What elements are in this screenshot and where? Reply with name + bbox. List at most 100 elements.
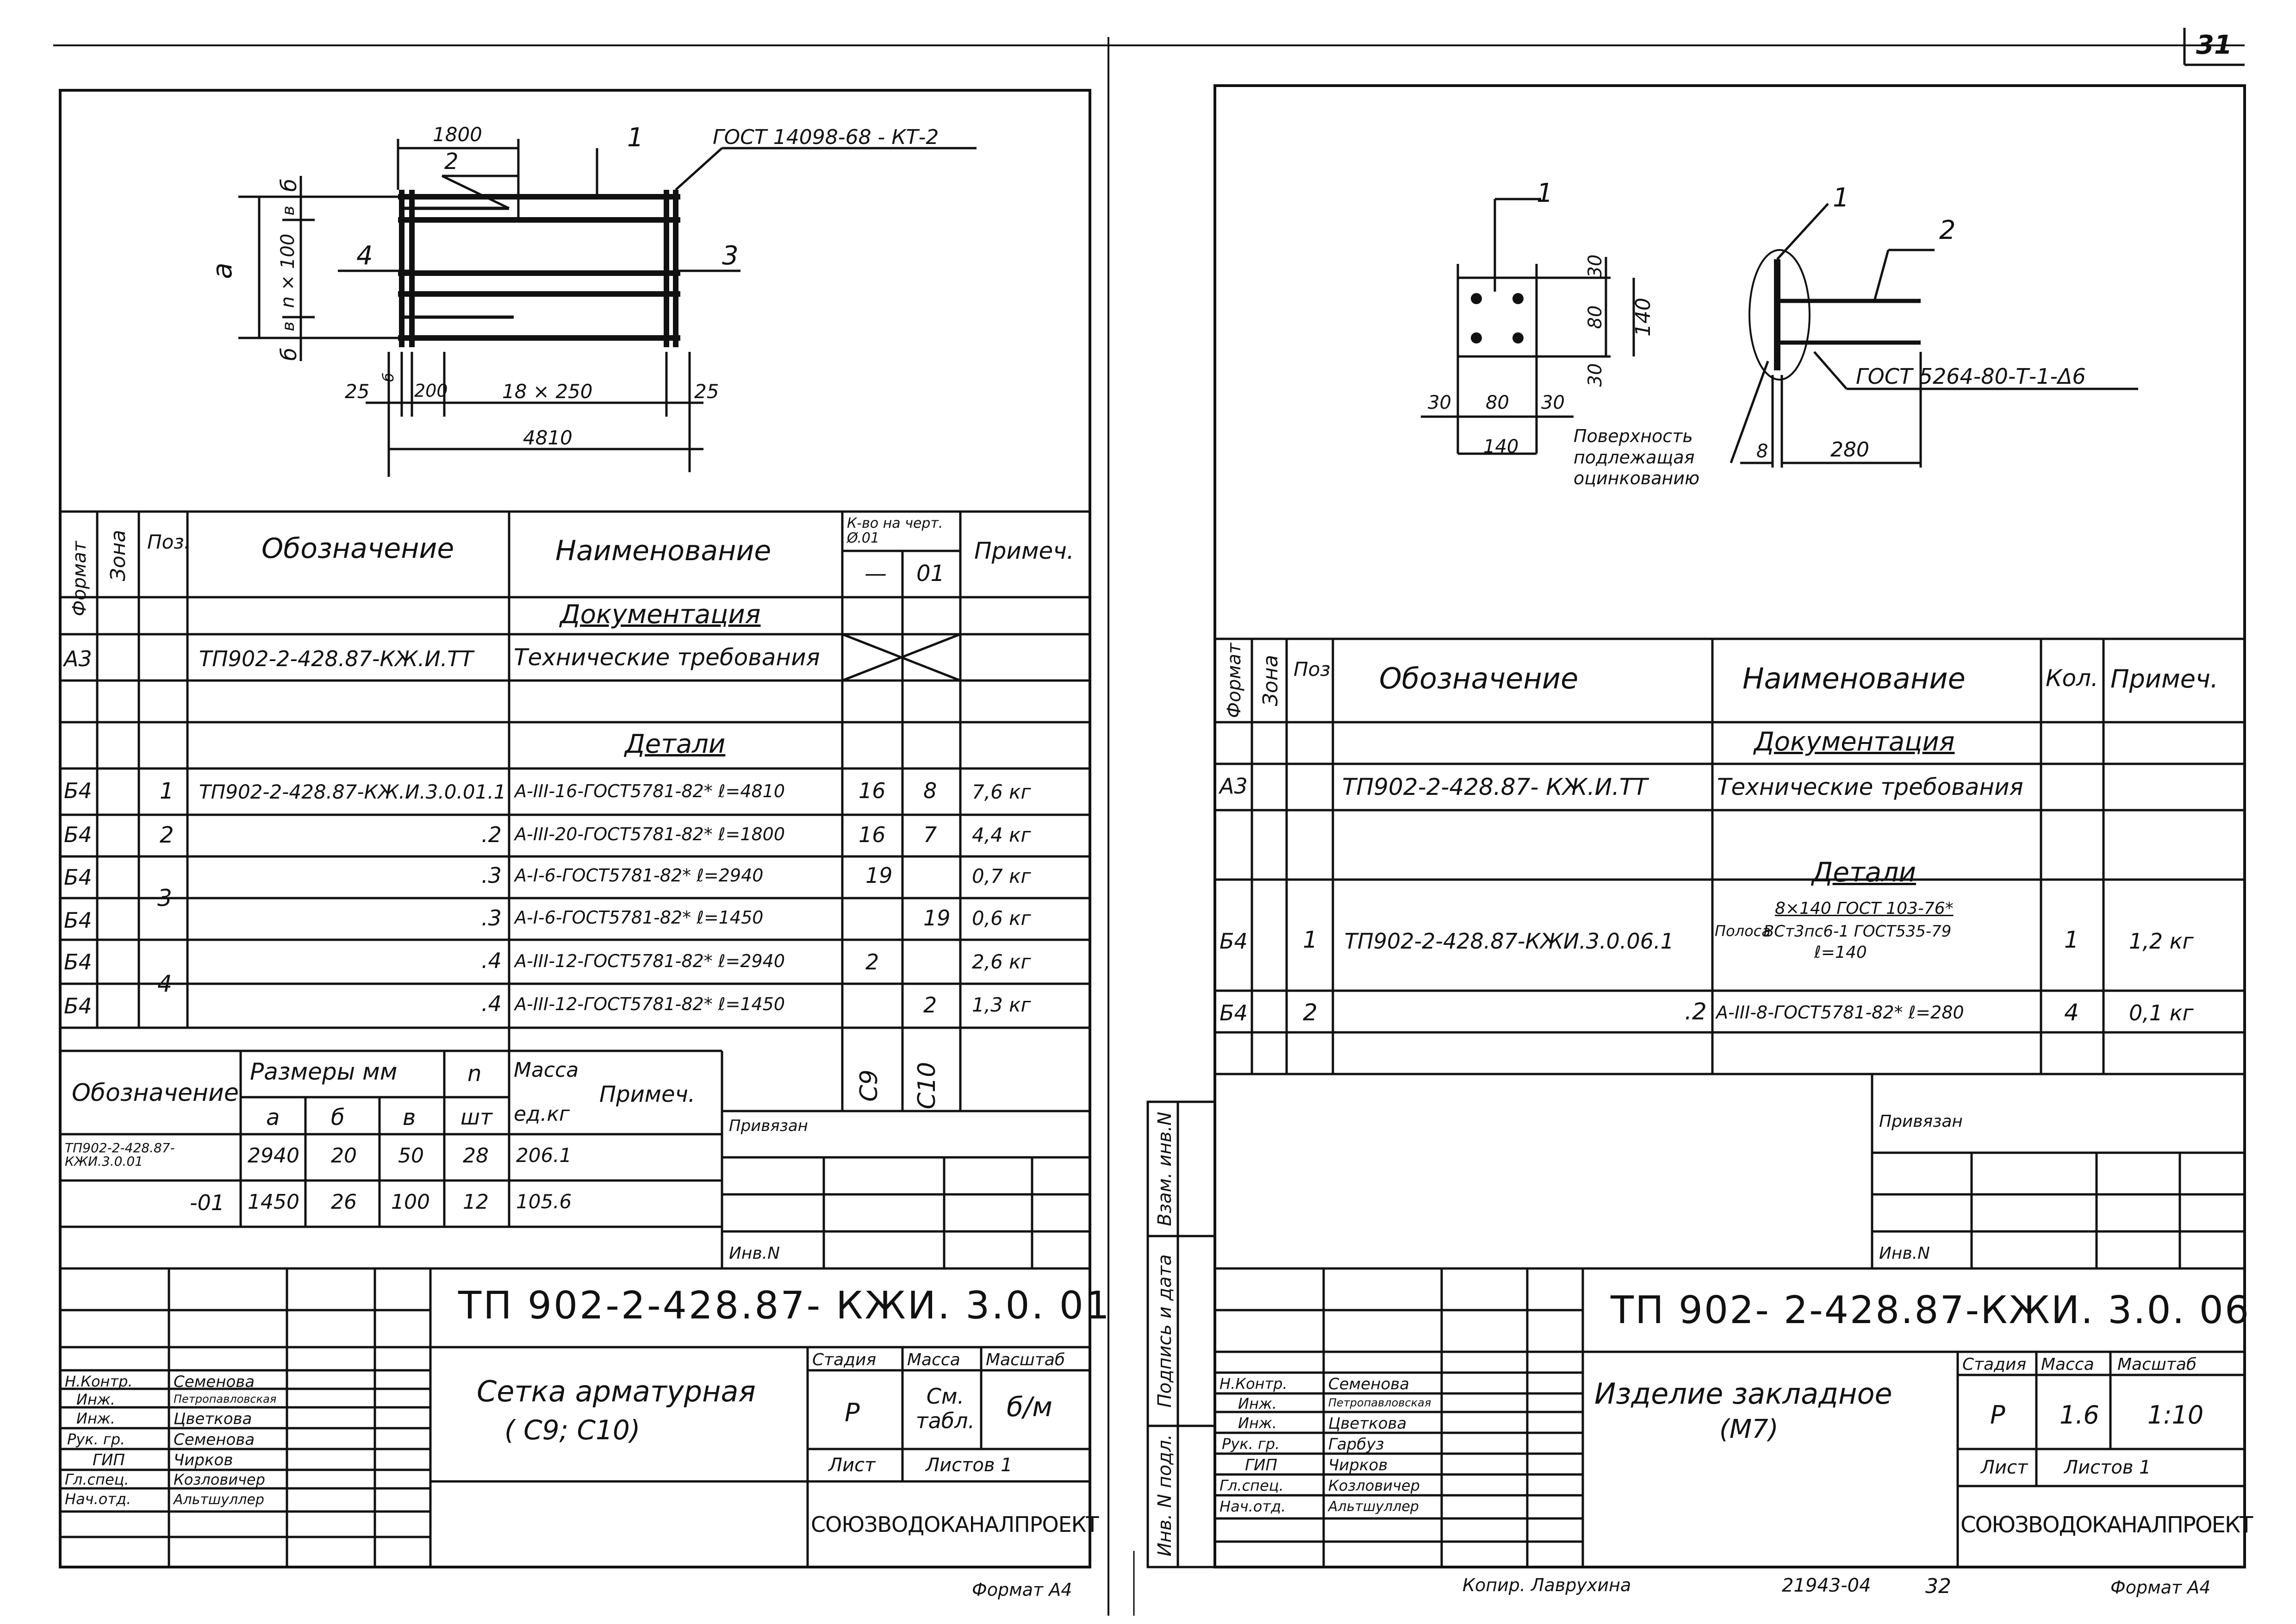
left-row3-note: 4,4 кг	[972, 824, 1031, 846]
left-row1-fmt: А3	[64, 646, 92, 671]
left-signer5-role: ГИП	[93, 1451, 125, 1469]
left-row2-des: ТП902-2-428.87-КЖ.И.3.0.01.1	[199, 781, 506, 803]
right-mass: 1.6	[2060, 1400, 2099, 1430]
left-row3-fmt: Б4	[64, 822, 92, 847]
left-bound-label: Привязан	[729, 1117, 808, 1135]
dim-header-note: Примеч.	[599, 1081, 696, 1107]
left-row4-name: A-I-6-ГОСТ5781-82* ℓ=2940	[515, 865, 764, 886]
right-row2-pos: 1	[1303, 926, 1318, 953]
dim-row2-v: 100	[391, 1190, 430, 1214]
right-sheets-label: Листов 1	[2064, 1457, 2151, 1478]
dim-v-top: в	[279, 206, 298, 215]
right-bound-label: Привязан	[1879, 1112, 1963, 1131]
dim-h30b: 30	[1585, 363, 1606, 387]
dim-row2-a: 1450	[248, 1190, 299, 1214]
dim-b-bottom: б	[276, 348, 301, 361]
right-signer1-name: Семенова	[1328, 1375, 1410, 1393]
dim-b-top: б	[276, 179, 301, 192]
left-row6-fmt: Б4	[64, 949, 92, 974]
left-row1-name: Технические требования	[514, 644, 820, 671]
left-signer1-role: Н.Контр.	[65, 1373, 133, 1390]
dim-header-mass-unit: ед.кг	[514, 1102, 570, 1126]
dim-header-n: n	[467, 1061, 482, 1087]
dim-header-b: б	[331, 1105, 345, 1131]
right-row2-name-top: 8×140 ГОСТ 103-76*	[1775, 899, 1954, 918]
right-row2-fmt: Б4	[1220, 929, 1248, 954]
right-row2-name-mid: ВСт3пс6-1 ГОСТ535-79	[1763, 922, 1952, 941]
left-row3-name: A-III-20-ГОСТ5781-82* ℓ=1800	[515, 824, 785, 844]
col-mark-c9: С9	[855, 1069, 883, 1101]
right-subtitle: (М7)	[1719, 1414, 1779, 1444]
left-stage: Р	[845, 1398, 860, 1427]
right-signer4-name: Гарбуз	[1328, 1435, 1384, 1454]
dim-n: n × 100	[277, 234, 299, 308]
right-row3-note: 0,1 кг	[2129, 1000, 2194, 1025]
right-row3-pos: 2	[1303, 999, 1318, 1026]
left-row2-name: A-III-16-ГОСТ5781-82* ℓ=4810	[515, 781, 785, 801]
right-section-docs: Документация	[1754, 727, 1955, 757]
order-number: 21943-04	[1782, 1575, 1871, 1596]
anchor-dots	[1471, 293, 1524, 344]
right-signer1-role: Н.Контр.	[1220, 1375, 1288, 1393]
left-title-block-grid	[60, 1267, 1090, 1567]
right-signer5-name: Чирков	[1328, 1456, 1388, 1474]
right-sheet-label: Лист	[1981, 1457, 2028, 1478]
right-signer3-name: Цветкова	[1328, 1414, 1407, 1433]
dim-r8: 8	[1756, 441, 1768, 462]
dim-row1-b: 20	[331, 1144, 357, 1168]
left-spec-header-zone: Зона	[106, 530, 130, 581]
right-row1-name: Технические требования	[1717, 774, 2023, 800]
right-row3-qty: 4	[2064, 999, 2079, 1026]
dim-row1-n: 28	[463, 1144, 489, 1168]
page-number-bottom: 32	[1925, 1574, 1951, 1598]
right-spec-grid	[1215, 637, 2245, 1268]
side-label-inv: Инв. N подл.	[1154, 1434, 1176, 1556]
left-header-qty-a: —	[865, 561, 887, 587]
left-row5-des: .3	[481, 906, 502, 931]
left-sheet-label: Лист	[828, 1455, 876, 1476]
left-title-code: ТП 902-2-428.87- КЖИ. 3.0. 01	[458, 1284, 1112, 1328]
dim-total-4810: 4810	[523, 426, 572, 449]
dim-row2-des: -01	[190, 1190, 225, 1215]
right-title-code: ТП 902- 2-428.87-КЖИ. 3.0. 06	[1611, 1288, 2251, 1332]
right-org: СОЮЗВОДОКАНАЛПРОЕКТ	[1960, 1512, 2253, 1538]
callout-r1a: 1	[1537, 178, 1553, 208]
left-row6-des: .4	[481, 948, 502, 973]
right-row3-fmt: Б4	[1220, 1000, 1248, 1025]
left-subtitle: ( С9; С10)	[504, 1414, 641, 1446]
dim-r30b: 30	[1541, 392, 1565, 413]
col-mark-c10: С10	[913, 1062, 941, 1109]
right-row1-des: ТП902-2-428.87- КЖ.И.ТТ	[1342, 774, 1648, 800]
left-row7-name: A-III-12-ГОСТ5781-82* ℓ=1450	[515, 994, 785, 1014]
dim-h80: 80	[1585, 306, 1606, 329]
callout-r-gost: ГОСТ 5264-80-Т-1-Δ6	[1856, 364, 2086, 389]
right-mass-label: Масса	[2041, 1355, 2094, 1374]
left-row5-fmt: Б4	[64, 908, 92, 933]
left-row2-q1: 16	[859, 778, 886, 803]
left-signer3-name: Цветкова	[174, 1410, 252, 1428]
dim-small: б	[380, 373, 397, 382]
right-signer4-role: Рук. гр.	[1222, 1435, 1280, 1453]
left-row6-note: 2,6 кг	[972, 950, 1031, 973]
callout-3: 3	[722, 241, 739, 271]
left-row2-pos: 1	[160, 778, 174, 804]
dim-header-mass: Масса	[514, 1058, 579, 1082]
dim-200: 200	[414, 381, 448, 401]
dim-row1-v: 50	[398, 1144, 424, 1168]
side-label-replace: Взам. инв.N	[1154, 1112, 1176, 1226]
right-spec-header-zone: Зона	[1259, 655, 1282, 706]
left-dim-grid	[60, 1049, 1090, 1268]
dim-r140: 140	[1483, 436, 1519, 457]
left-row5-name: A-I-6-ГОСТ5781-82* ℓ=1450	[515, 907, 764, 928]
left-row6-q1: 2	[865, 949, 879, 974]
right-header-designation: Обозначение	[1379, 662, 1579, 695]
left-row6-pos: 4	[157, 970, 172, 997]
right-row2-des: ТП902-2-428.87-КЖИ.3.0.06.1	[1344, 929, 1674, 954]
left-spec-header-format: Формат	[69, 540, 90, 616]
left-header-pos: Поз.	[147, 531, 190, 553]
left-row5-note: 0,6 кг	[972, 907, 1031, 930]
right-row2-note: 1,2 кг	[2129, 929, 2194, 954]
left-signer3-role: Инж.	[76, 1410, 115, 1427]
side-label-sign: Подпись и дата	[1154, 1254, 1176, 1407]
